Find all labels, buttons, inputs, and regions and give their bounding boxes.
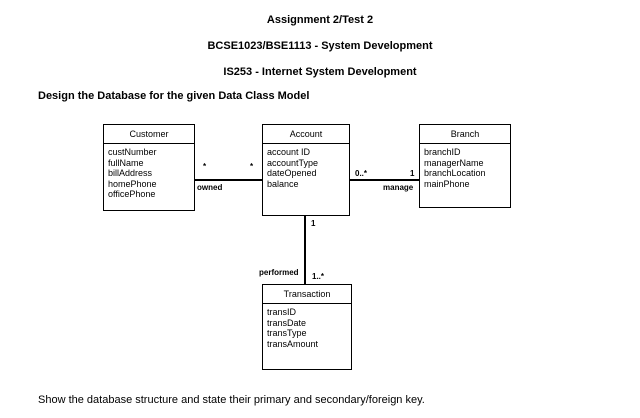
account-class-name: Account — [263, 125, 349, 144]
transaction-attribute: transDate — [267, 317, 307, 328]
performed-account-multiplicity: 1 — [311, 219, 316, 228]
account-attribute: accountType — [267, 157, 319, 168]
branch-class-name: Branch — [420, 125, 510, 144]
transaction-attribute: transID — [267, 307, 297, 317]
branch-attributes: branchID managerName branchLocation main… — [420, 144, 510, 192]
performed-transaction-multiplicity: 1..* — [312, 272, 325, 281]
owned-customer-multiplicity: * — [203, 162, 207, 171]
account-attribute: account ID — [267, 147, 311, 157]
performed-association-label: performed — [259, 268, 299, 277]
assignment-title: Assignment 2/Test 2 — [266, 14, 374, 26]
branch-class: Branch branchID managerName branchLocati… — [419, 124, 511, 208]
account-attribute: balance — [267, 178, 299, 189]
transaction-attribute: transAmount — [267, 338, 319, 349]
customer-attribute: homePhone — [108, 178, 157, 189]
course-title-2: IS253 - Internet System Development — [223, 66, 417, 78]
customer-attribute: fullName — [108, 157, 144, 168]
account-attributes: account ID accountType dateOpened balanc… — [263, 144, 349, 192]
account-class: Account account ID accountType dateOpene… — [262, 124, 350, 216]
transaction-attributes: transID transDate transType transAmount — [263, 304, 351, 352]
footer-instruction: Show the database structure and state th… — [38, 394, 425, 406]
branch-attribute: branchID — [424, 147, 461, 157]
customer-attribute: custNumber — [108, 147, 157, 157]
task-instruction: Design the Database for the given Data C… — [38, 90, 310, 102]
manage-branch-multiplicity: 1 — [410, 169, 415, 178]
customer-attribute: billAddress — [108, 168, 153, 178]
customer-class-name: Customer — [104, 125, 194, 144]
course-title-1: BCSE1023/BSE1113 - System Development — [207, 40, 433, 52]
manage-account-multiplicity: 0..* — [355, 169, 368, 178]
branch-attribute: managerName — [424, 157, 484, 168]
branch-attribute: branchLocation — [424, 168, 486, 178]
transaction-attribute: transType — [267, 328, 307, 338]
owned-association-label: owned — [197, 183, 223, 192]
account-attribute: dateOpened — [267, 168, 317, 178]
transaction-class-name: Transaction — [263, 285, 351, 304]
transaction-class: Transaction transID transDate transType … — [262, 284, 352, 370]
manage-association-label: manage — [383, 183, 414, 192]
branch-attribute: mainPhone — [424, 178, 470, 189]
customer-class: Customer custNumber fullName billAddress… — [103, 124, 195, 211]
owned-account-multiplicity: * — [250, 162, 254, 171]
customer-attributes: custNumber fullName billAddress homePhon… — [104, 144, 194, 203]
customer-attribute: officePhone — [108, 189, 156, 199]
